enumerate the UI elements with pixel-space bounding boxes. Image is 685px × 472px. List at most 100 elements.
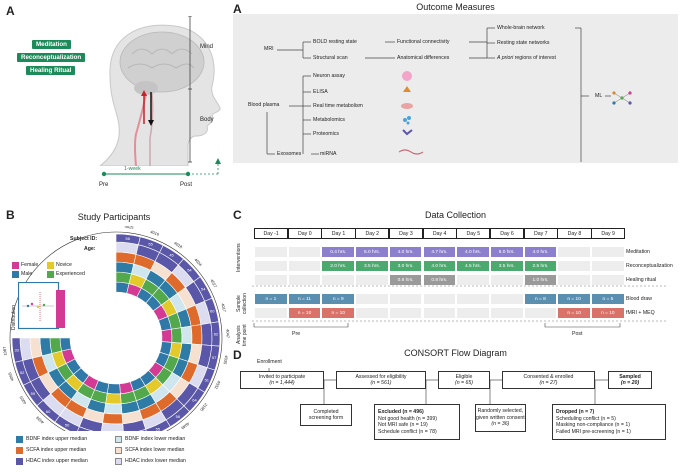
- grid-cell: [288, 261, 321, 271]
- data-bar: n = 11: [288, 294, 321, 304]
- scfa-segment: [102, 412, 124, 425]
- row-healing-ritual: Healing ritual: [626, 277, 657, 283]
- data-bar: 4.5 hrs.: [457, 261, 489, 271]
- legend-bdnf-lo-swatch: [115, 436, 122, 443]
- legend-bdnf-hi-swatch: [16, 436, 23, 443]
- intervention-healing-ritual: Healing Ritual: [26, 66, 76, 75]
- dropped-item: Masking non-compliance (n = 1): [556, 422, 630, 428]
- legend-hdac-hi: HDAC index upper median: [26, 458, 88, 464]
- random-n: (n = 36): [491, 421, 510, 428]
- subject-id: 4035: [222, 355, 229, 365]
- outcome-measures-panel: [233, 14, 678, 163]
- random-text-2: given written consent: [476, 414, 525, 421]
- row-reconceptualization: Reconceptualization: [626, 263, 673, 269]
- age-label: 52: [20, 370, 25, 375]
- excluded-box: Excluded (n = 496) Not good health (n = …: [374, 404, 460, 440]
- eligible-box: Eligible (n = 65): [438, 371, 490, 389]
- age-segment: [138, 428, 147, 431]
- legend-scfa-hi: SCFA index upper median: [26, 447, 87, 453]
- legend-hdac-lo-swatch: [115, 458, 122, 465]
- grid-cell: [356, 308, 388, 318]
- grid-cell: [255, 308, 287, 318]
- invited-n: (n = 1,444): [269, 380, 295, 386]
- neuron-assay-label: Neuron assay: [313, 73, 346, 79]
- subject-id: 4025: [18, 394, 28, 405]
- sampled-box: Sampled (n = 20): [608, 371, 652, 389]
- experience-segment: [105, 392, 122, 405]
- age-label: 58: [176, 414, 181, 419]
- panel-c-label: C: [233, 208, 242, 222]
- age-label: 64: [192, 397, 197, 402]
- grid-cell: [457, 275, 489, 285]
- age-label: 54: [201, 287, 206, 292]
- side-sample-collection: Sample collection: [236, 293, 248, 315]
- scfa-segment: [190, 324, 203, 346]
- grid-cell: [288, 275, 321, 285]
- data-bar: 2.0 hrs.: [322, 261, 355, 271]
- data-bar: 3.0 hrs.: [389, 261, 422, 271]
- mirna-label: miRNA: [320, 151, 337, 157]
- panel-d-label: D: [233, 348, 242, 362]
- data-bar: 4.7 hrs.: [423, 247, 456, 257]
- day-header: Day 4: [422, 228, 457, 239]
- grid-cell: [389, 294, 422, 304]
- grid-cell: [423, 294, 456, 304]
- row-separators: [252, 285, 667, 322]
- grid-cell: [490, 294, 523, 304]
- exosomes-label: Exosomes: [277, 151, 302, 157]
- excluded-item: Not MRI safe (n = 19): [378, 422, 428, 428]
- grid-cell: [255, 275, 287, 285]
- post-timepoint: Post: [572, 331, 583, 337]
- grid-cell: [592, 247, 624, 257]
- row-meditation: Meditation: [626, 249, 650, 255]
- legend-novice: Novice: [56, 262, 72, 268]
- distribution-plot: [18, 282, 65, 330]
- outcome-measures-title: Outcome Measures: [416, 2, 495, 12]
- eligible-text: Eligible: [455, 373, 473, 380]
- grid-cell: [558, 261, 590, 271]
- grid-cell: [490, 308, 523, 318]
- dropped-item: Scheduling conflict (n = 5): [556, 415, 616, 422]
- subject-id: 4047: [225, 329, 230, 339]
- data-bar: 3.5 hrs.: [490, 261, 523, 271]
- subject-id: 4016: [150, 229, 161, 237]
- data-bar: 5.0 hrs.: [356, 247, 388, 257]
- data-bar: 1.0 hrs.: [524, 275, 557, 285]
- panel-a-label: A: [6, 4, 15, 18]
- data-bar: n = 10: [592, 308, 624, 318]
- day-header: Day 1: [321, 228, 356, 239]
- day-header: Day -1: [254, 228, 289, 239]
- legend-experienced-swatch: [47, 271, 54, 278]
- metabolomics-label: Metabolomics: [313, 117, 346, 123]
- legend-female: Female: [21, 262, 39, 268]
- eligible-n: (n = 65): [454, 380, 474, 386]
- subject-id: 4018: [173, 240, 184, 250]
- age-label: 56: [126, 236, 131, 241]
- data-bar: n = 10: [322, 308, 355, 318]
- screening-text-1: Completed: [313, 408, 339, 415]
- age-label: 59: [31, 391, 36, 396]
- legend-male-swatch: [12, 271, 19, 278]
- data-bar: n = 5: [592, 294, 624, 304]
- dropped-box: Dropped (n = 7) Scheduling conflict (n =…: [552, 404, 666, 440]
- grid-cell: [558, 247, 590, 257]
- data-bar: n = 10: [558, 294, 590, 304]
- row-fmri: fMRI + MEQ: [626, 310, 655, 316]
- grid-cell: [255, 247, 287, 257]
- grid-cell: [592, 275, 624, 285]
- side-analysis: Analysis time point: [236, 324, 248, 346]
- data-bar: 4.0 hrs.: [524, 247, 557, 257]
- screening-text-2: screening form: [308, 415, 344, 421]
- grid-cell: [592, 261, 624, 271]
- side-interventions: Interventions: [236, 243, 242, 273]
- legend-bdnf-lo: BDNF index lower median: [125, 436, 186, 442]
- data-bar: 0.4 hrs.: [322, 247, 355, 257]
- intervention-meditation: Meditation: [32, 40, 71, 49]
- intervention-reconceptualization: Reconceptualization: [17, 53, 86, 62]
- subject-id: 2185: [199, 402, 209, 413]
- grid-cell: [524, 308, 557, 318]
- screening-box: Completed screening form: [300, 404, 352, 426]
- timeline: [101, 158, 221, 177]
- enrollment-label: Enrollment: [257, 359, 282, 365]
